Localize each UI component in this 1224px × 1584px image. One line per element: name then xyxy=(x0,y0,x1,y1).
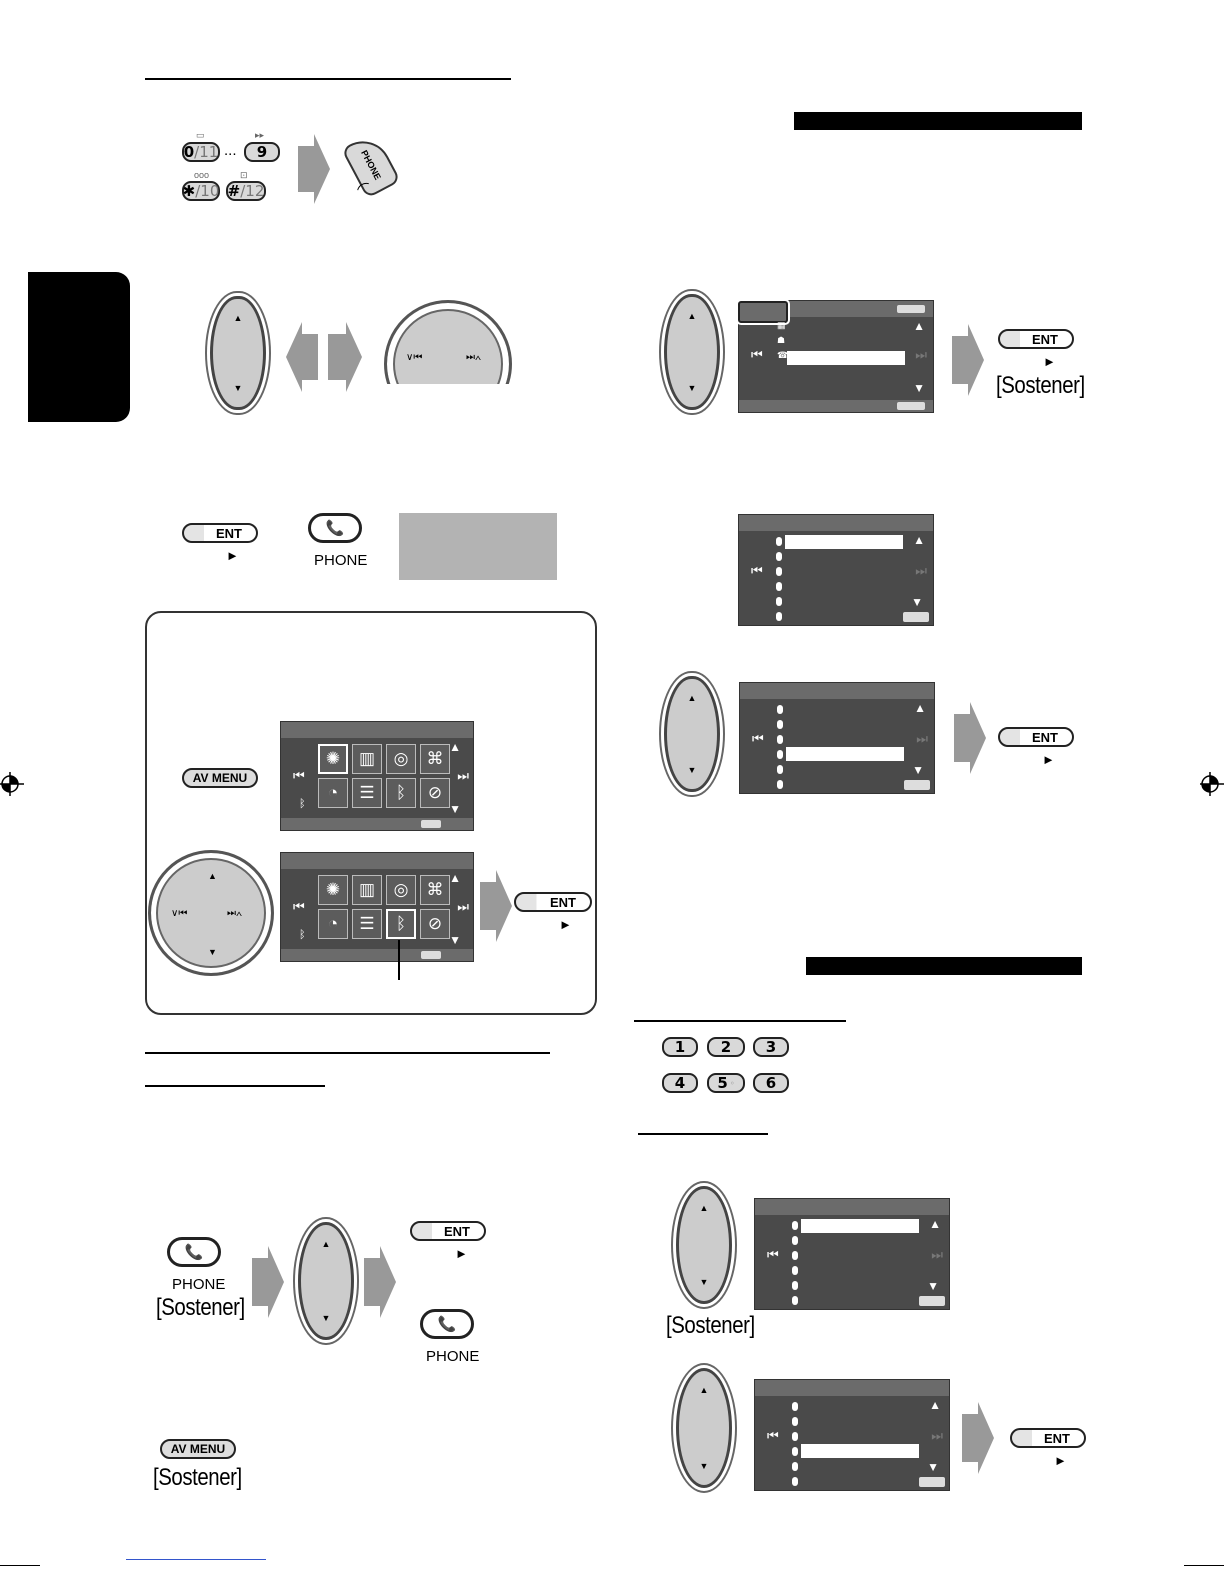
arrow-right-icon xyxy=(298,134,330,204)
key-star[interactable]: ✱/10 xyxy=(182,181,220,201)
play-icon: ► xyxy=(1054,1453,1067,1468)
menu-screen-2: ⏮ ⏭ ▲ ▼ ᛒ ✺ ▥ ◎ ⌘ ◔ ☰ ᛒ ⊘ xyxy=(280,852,474,962)
double-arrow-icon xyxy=(286,322,362,392)
arrow-right-icon xyxy=(364,1246,396,1318)
jog-wheel[interactable]: ▲ ▼ xyxy=(298,1222,354,1340)
language-side-tab xyxy=(28,272,130,422)
section-rule xyxy=(145,78,511,80)
key-hash-sub-icon: ⊡ xyxy=(240,170,248,180)
disc-icon[interactable]: ⊘ xyxy=(420,909,450,939)
phone-button[interactable]: 📞 xyxy=(308,513,362,543)
phone-label: PHONE xyxy=(426,1348,480,1365)
play-icon: ► xyxy=(455,1246,468,1261)
key-9[interactable]: 9 xyxy=(244,142,280,162)
section-rule xyxy=(145,1085,325,1087)
arrow-right-icon xyxy=(252,1246,284,1318)
ent-button[interactable]: ENT xyxy=(998,727,1074,747)
speaker-icon[interactable]: ◎ xyxy=(386,744,416,774)
jog-wheel[interactable]: ▲ ▼ xyxy=(676,1186,732,1304)
footer-link-line xyxy=(126,1559,266,1560)
av-menu-button[interactable]: AV MENU xyxy=(182,768,258,788)
sound-field-icon[interactable]: ⌘ xyxy=(420,744,450,774)
trim-line xyxy=(0,1565,40,1566)
phone-label: PHONE xyxy=(172,1276,226,1293)
section-rule xyxy=(634,1020,846,1022)
play-icon: ► xyxy=(559,917,572,932)
play-icon: ► xyxy=(1042,752,1055,767)
display-placeholder xyxy=(399,513,557,580)
arrow-right-icon xyxy=(480,870,512,942)
settings-icon[interactable]: ✺ xyxy=(318,744,348,774)
preset-key-4[interactable]: 4 xyxy=(662,1073,698,1093)
preset-key-3[interactable]: 3 xyxy=(753,1037,789,1057)
preset-key-6[interactable]: 6 xyxy=(753,1073,789,1093)
phone-button[interactable]: 📞 xyxy=(167,1237,221,1267)
jog-wheel[interactable]: ▲ ▼ xyxy=(664,676,720,792)
bluetooth-icon[interactable]: ᛒ xyxy=(386,909,416,939)
play-icon: ► xyxy=(226,548,239,563)
phonebook-screen: ▦ ☗ ☎ ⏮ ⏭ ▲ ▼ xyxy=(738,300,934,413)
control-dial[interactable]: ▲ ▼ ∨⏮ ⏭∧ xyxy=(148,850,274,976)
list-screen: ⏮ ⏭ ▲ ▼ xyxy=(754,1198,950,1310)
timer-icon[interactable]: ◔ xyxy=(318,909,348,939)
arrow-right-icon xyxy=(962,1402,994,1474)
play-icon: ► xyxy=(1043,354,1056,369)
jog-wheel[interactable]: ▲ ▼ xyxy=(676,1368,732,1488)
callout-line xyxy=(398,940,400,980)
timer-icon[interactable]: ◔ xyxy=(318,778,348,808)
list-screen: ⏮ ⏭ ▲ ▼ xyxy=(739,682,935,794)
av-menu-button[interactable]: AV MENU xyxy=(160,1439,236,1459)
jog-wheel[interactable]: ▲ ▼ xyxy=(664,294,720,410)
phone-label: PHONE xyxy=(314,552,368,569)
bluetooth-icon[interactable]: ᛒ xyxy=(386,778,416,808)
key-star-sub-icon: ooo xyxy=(194,170,210,180)
phone-button[interactable]: 📞 xyxy=(420,1309,474,1339)
arrow-right-icon xyxy=(952,324,984,396)
preset-key-1[interactable]: 1 xyxy=(662,1037,698,1057)
ent-button[interactable]: ENT xyxy=(998,329,1074,349)
arrow-right-icon xyxy=(954,702,986,774)
section-rule xyxy=(145,1052,550,1054)
ent-button[interactable]: ENT xyxy=(514,892,592,912)
list-screen: ⏮ ⏭ ▲ ▼ xyxy=(738,514,934,626)
ent-button[interactable]: ENT xyxy=(410,1221,486,1241)
key-0-sub-icon: ▭ xyxy=(196,130,205,140)
settings-icon[interactable]: ✺ xyxy=(318,875,348,905)
registration-mark-icon xyxy=(1200,772,1224,796)
ent-button[interactable]: ENT xyxy=(182,523,258,543)
list-icon[interactable]: ☰ xyxy=(352,909,382,939)
preset-key-5[interactable]: 5◦ xyxy=(707,1073,745,1093)
list-icon[interactable]: ☰ xyxy=(352,778,382,808)
equalizer-icon[interactable]: ▥ xyxy=(352,744,382,774)
key-hash[interactable]: #/12 xyxy=(226,181,266,201)
section-header-bar xyxy=(794,112,1082,130)
key-0[interactable]: 0/11 xyxy=(182,142,220,162)
hold-label: [Sostener] xyxy=(666,1312,755,1339)
section-header-bar xyxy=(806,957,1082,975)
equalizer-icon[interactable]: ▥ xyxy=(352,875,382,905)
section-rule xyxy=(638,1133,768,1135)
jog-wheel[interactable]: ▲ ▼ xyxy=(210,296,266,410)
key-ellipsis: ... xyxy=(224,142,237,159)
key-9-sub-icon: ▸▸ xyxy=(255,130,265,140)
registration-mark-icon xyxy=(0,772,24,796)
ent-button[interactable]: ENT xyxy=(1010,1428,1086,1448)
control-dial-partial[interactable]: ∨⏮ ⏭∧ xyxy=(384,300,512,384)
preset-key-2[interactable]: 2 xyxy=(707,1037,745,1057)
sound-field-icon[interactable]: ⌘ xyxy=(420,875,450,905)
menu-panel xyxy=(145,611,597,1015)
hold-label: [Sostener] xyxy=(156,1294,245,1321)
menu-screen-1: ⏮ ⏭ ▲ ▼ ᛒ ✺ ▥ ◎ ⌘ ◔ ☰ ᛒ ⊘ xyxy=(280,721,474,831)
list-screen: ⏮ ⏭ ▲ ▼ xyxy=(754,1379,950,1491)
speaker-icon[interactable]: ◎ xyxy=(386,875,416,905)
trim-line xyxy=(1184,1565,1224,1566)
hold-label: [Sostener] xyxy=(996,372,1085,399)
hold-label: [Sostener] xyxy=(153,1464,242,1491)
disc-icon[interactable]: ⊘ xyxy=(420,778,450,808)
